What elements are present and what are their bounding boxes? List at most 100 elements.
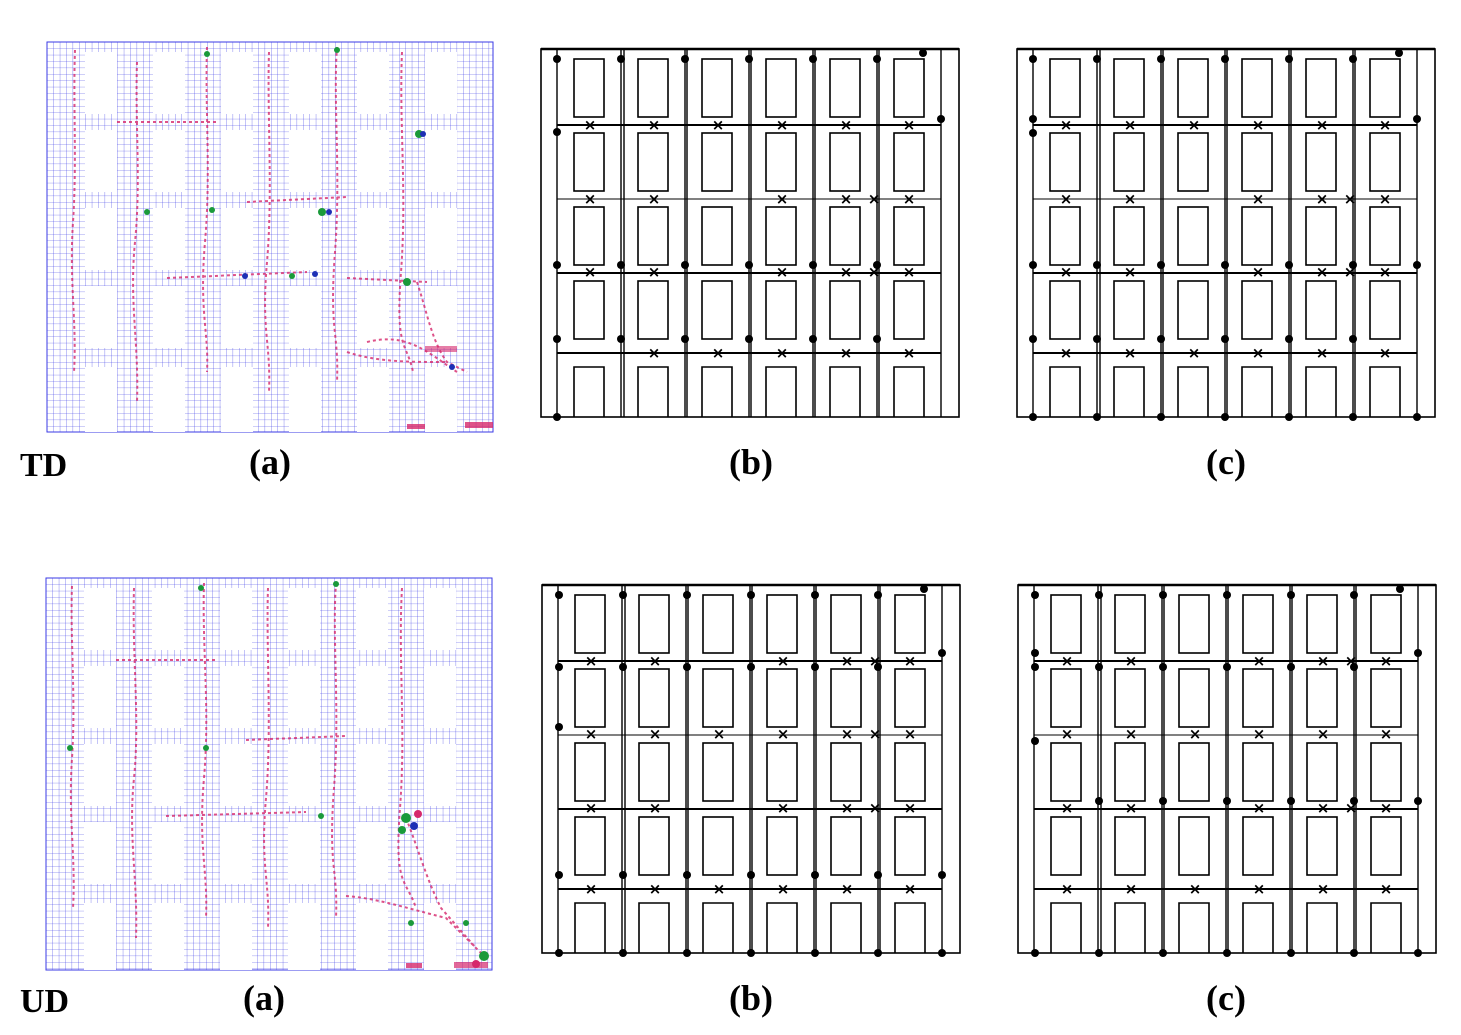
svg-text:×: × xyxy=(1316,263,1329,281)
svg-text:×: × xyxy=(1189,880,1202,898)
panel-label-td-b: (b) xyxy=(729,442,773,482)
row-td: × × × × × × × × × × × × × × × × × × × × × × × xyxy=(20,41,1437,484)
svg-text:×: × xyxy=(649,725,662,743)
svg-text:×: × xyxy=(1125,652,1138,670)
svg-text:×: × xyxy=(1380,880,1393,898)
svg-text:×: × xyxy=(776,344,789,362)
plastic-hinges xyxy=(555,585,946,957)
svg-text:×: × xyxy=(841,652,854,670)
svg-text:×: × xyxy=(648,344,661,362)
svg-text:×: × xyxy=(585,725,598,743)
panel-label-ud-b: (b) xyxy=(729,978,773,1018)
svg-text:×: × xyxy=(1124,116,1137,134)
svg-text:×: × xyxy=(903,116,916,134)
svg-text:×: × xyxy=(840,190,853,208)
svg-text:×: × xyxy=(1125,799,1138,817)
crack-lines xyxy=(70,46,468,403)
svg-text:×: × xyxy=(1253,652,1266,670)
svg-text:×: × xyxy=(1344,190,1357,208)
svg-text:×: × xyxy=(1060,190,1073,208)
hinge-diagram-ud-b: ××× ××× ××× ×××× ××× ××× ××× ××× xyxy=(540,583,962,957)
svg-text:×: × xyxy=(1253,880,1266,898)
svg-text:×: × xyxy=(869,725,882,743)
shear-failures: ××× ××× ××× ××× ××× ××× ××× ××× xyxy=(1060,116,1392,362)
crush-marks xyxy=(67,581,489,968)
svg-text:×: × xyxy=(868,263,881,281)
hinge-diagram-td-c: ××× ××× ××× ××× ××× ××× ××× ××× xyxy=(1015,47,1437,421)
svg-text:×: × xyxy=(712,344,725,362)
svg-text:×: × xyxy=(1188,344,1201,362)
svg-text:×: × xyxy=(1317,880,1330,898)
svg-text:×: × xyxy=(1379,116,1392,134)
svg-text:×: × xyxy=(904,725,917,743)
svg-text:×: × xyxy=(777,652,790,670)
svg-text:×: × xyxy=(904,880,917,898)
svg-text:×: × xyxy=(869,652,882,670)
svg-text:×: × xyxy=(776,190,789,208)
plastic-hinges xyxy=(553,49,945,421)
svg-text:×: × xyxy=(1252,190,1265,208)
svg-text:×: × xyxy=(1189,725,1202,743)
svg-text:×: × xyxy=(1060,116,1073,134)
svg-text:×: × xyxy=(840,263,853,281)
svg-text:×: × xyxy=(584,263,597,281)
svg-text:×: × xyxy=(1253,725,1266,743)
svg-text:×: × xyxy=(584,190,597,208)
svg-text:×: × xyxy=(1253,799,1266,817)
svg-text:×: × xyxy=(713,880,726,898)
svg-text:×: × xyxy=(1061,880,1074,898)
hinge-diagram-td-b: ××× ××× ××× ××× ××× ××× ××× ×× xyxy=(539,47,961,421)
panel-label-td-c: (c) xyxy=(1206,442,1246,482)
svg-text:×: × xyxy=(1345,652,1358,670)
svg-text:×: × xyxy=(1252,116,1265,134)
panel-label-ud-c: (c) xyxy=(1206,978,1246,1018)
svg-text:×: × xyxy=(1061,799,1074,817)
svg-text:×: × xyxy=(1124,263,1137,281)
svg-text:×: × xyxy=(777,725,790,743)
shear-failures: ××× ××× ××× ××× ××× ××× ××× ××× xyxy=(1061,652,1393,898)
svg-text:×: × xyxy=(903,190,916,208)
svg-text:×: × xyxy=(1188,116,1201,134)
svg-text:×: × xyxy=(1380,799,1393,817)
svg-text:×: × xyxy=(1061,725,1074,743)
openings xyxy=(85,52,457,432)
svg-text:×: × xyxy=(713,725,726,743)
svg-text:×: × xyxy=(1379,263,1392,281)
row-label-ud: UD xyxy=(20,983,69,1020)
svg-text:×: × xyxy=(1380,652,1393,670)
svg-text:×: × xyxy=(1252,263,1265,281)
svg-text:×: × xyxy=(1345,799,1358,817)
svg-text:×: × xyxy=(840,116,853,134)
crack-lines xyxy=(69,582,487,959)
crack-pattern-ud xyxy=(45,577,493,971)
svg-text:×: × xyxy=(1060,263,1073,281)
shear-failures: ××× ××× ××× ×××× ××× ××× ××× ××× xyxy=(585,652,917,898)
svg-text:×: × xyxy=(1379,190,1392,208)
svg-text:×: × xyxy=(585,880,598,898)
svg-text:×: × xyxy=(1316,190,1329,208)
svg-text:×: × xyxy=(649,799,662,817)
plastic-hinges xyxy=(1031,585,1422,957)
svg-text:×: × xyxy=(903,344,916,362)
svg-text:×: × xyxy=(840,344,853,362)
svg-text:×: × xyxy=(648,116,661,134)
svg-text:×: × xyxy=(1252,344,1265,362)
hinge-diagram-ud-c: ××× ××× ××× ××× ××× ××× ××× ××× xyxy=(1016,583,1438,957)
svg-text:×: × xyxy=(1125,880,1138,898)
row-ud: × × × × × × × × × × × × × × × × × × × × × × × × × xyxy=(20,577,1438,1020)
svg-text:×: × xyxy=(1380,725,1393,743)
shear-failures: ××× ××× ××× ××× ××× ××× ××× ×× xyxy=(584,116,916,362)
crush-marks xyxy=(144,47,493,429)
panel-label-ud-a: (a) xyxy=(243,978,285,1018)
svg-text:×: × xyxy=(841,880,854,898)
row-label-td: TD xyxy=(20,447,67,484)
svg-text:×: × xyxy=(1317,725,1330,743)
svg-text:×: × xyxy=(904,799,917,817)
svg-text:×: × xyxy=(841,799,854,817)
svg-text:×: × xyxy=(777,880,790,898)
svg-text:×: × xyxy=(648,190,661,208)
svg-text:×: × xyxy=(776,263,789,281)
openings xyxy=(84,588,456,970)
svg-text:×: × xyxy=(1317,652,1330,670)
